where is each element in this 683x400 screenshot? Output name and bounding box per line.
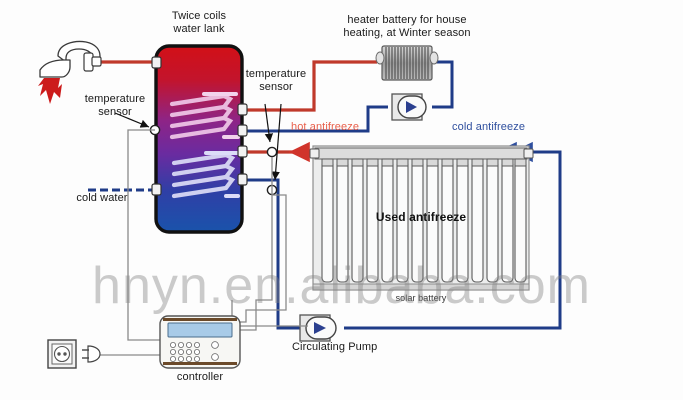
label-circulating-pump: Circulating Pump bbox=[292, 341, 378, 353]
tank-ports bbox=[151, 56, 248, 196]
label-solar-battery: solar battery bbox=[395, 293, 447, 303]
controller[interactable] bbox=[159, 315, 241, 369]
label-cold-antifreeze: cold antifreeze bbox=[452, 121, 526, 133]
label-tank: Twice coils water lank bbox=[171, 10, 227, 35]
water-tank bbox=[151, 44, 248, 234]
label-controller: controller bbox=[176, 371, 224, 383]
label-hot-antifreeze: hot antifreeze bbox=[291, 121, 360, 133]
label-temperature-sensor-mid: temperature sensor bbox=[245, 68, 307, 93]
power-socket bbox=[47, 339, 77, 369]
solar-collector bbox=[309, 145, 534, 291]
label-used-antifreeze: Used antifreeze bbox=[375, 210, 467, 224]
power-plug bbox=[82, 345, 101, 363]
cold-pipe-heater-return bbox=[241, 60, 454, 133]
hot-pipe-heater-supply bbox=[241, 60, 377, 112]
heater-battery bbox=[375, 45, 439, 81]
label-temperature-sensor-left: temperature sensor bbox=[84, 93, 146, 118]
circulating-pump-top bbox=[391, 93, 427, 121]
circulating-pump-bottom bbox=[299, 314, 337, 342]
label-heater-battery: heater battery for house heating, at Win… bbox=[343, 14, 471, 39]
temperature-sensors bbox=[114, 103, 282, 196]
label-cold-water: cold water bbox=[76, 192, 128, 204]
signal-wires bbox=[100, 129, 308, 356]
faucet-icon bbox=[38, 40, 102, 104]
